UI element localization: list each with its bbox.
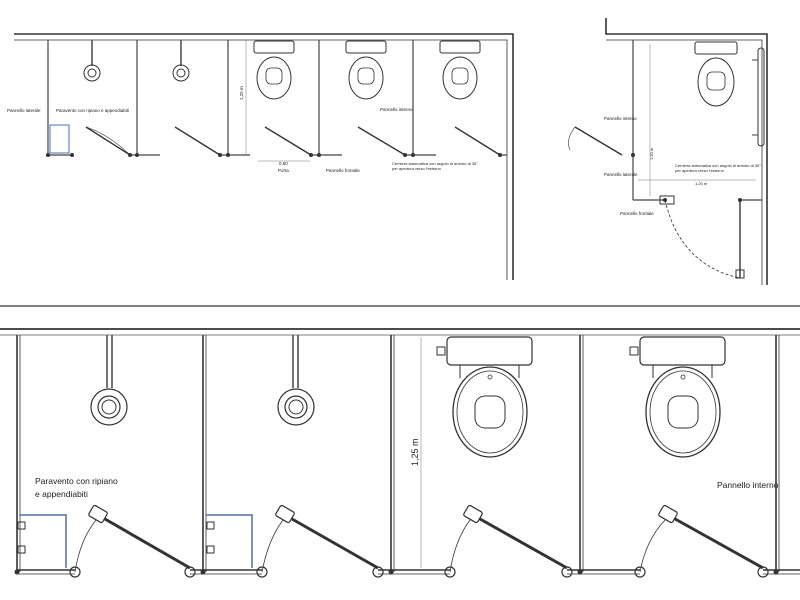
acc-label-pannello-frontale: Pannello frontale <box>620 211 654 216</box>
label-cerniera-1: Cerniera automatica con angolo di arrest… <box>392 161 478 166</box>
acc-label-quota-orizzontale: 1,20 m <box>695 181 708 186</box>
detail-label-height: 1,25 m <box>410 438 420 466</box>
wall-inner-line <box>14 39 508 280</box>
acc-label-cerniera-2: per apertura verso l'esterno <box>675 168 725 173</box>
detail-door-handles <box>88 504 678 524</box>
grab-bar <box>757 47 765 147</box>
label-door-width: 0,60 <box>279 161 288 166</box>
partitions <box>47 40 414 155</box>
detail-label-paravento-2: e appendiabiti <box>35 489 88 499</box>
door-hinge <box>659 195 675 205</box>
label-porta: Porta <box>278 168 289 173</box>
accessible-inner-door <box>574 126 623 156</box>
wc-toilet-2 <box>345 40 387 100</box>
detail-bench-2 <box>206 514 253 568</box>
wall-outline <box>14 33 514 280</box>
label-pannello-interno: Pannello interno <box>380 107 413 112</box>
accessible-plan: Pannello interno Pannello laterale Panne… <box>568 18 768 285</box>
detail-wc-toilet-1 <box>436 336 533 458</box>
doors <box>85 126 501 156</box>
accessible-wc <box>694 41 738 107</box>
label-pannello-frontale: Pannello frontale <box>326 168 360 173</box>
turkish-toilet-1 <box>83 40 101 82</box>
detail-label-paravento-1: Paravento con ripiano <box>35 476 118 486</box>
acc-label-cerniera-1: Cerniera automatica con angolo di arrest… <box>675 163 761 168</box>
acc-label-pannello-laterale: Pannello laterale <box>604 172 638 177</box>
accessible-wall-inner <box>606 39 763 285</box>
acc-label-pannello-interno: Pannello interno <box>604 116 637 121</box>
door-arcs <box>85 126 131 156</box>
detail-wc-toilet-2 <box>629 336 726 458</box>
detail-bench-1 <box>17 514 67 568</box>
door-swing-arc <box>664 199 741 279</box>
detail-doors <box>97 513 764 570</box>
label-height: 1,25 m <box>239 86 244 100</box>
label-cerniera-2: per apertura verso l'esterno <box>392 166 442 171</box>
acc-label-quota-verticale: 1,50 m <box>649 147 654 160</box>
detail-door-arcs <box>74 519 666 573</box>
detail-plan: Paravento con ripiano e appendiabiti 1,2… <box>0 328 800 578</box>
wc-toilet-1 <box>253 40 295 100</box>
detail-hinges <box>69 566 769 578</box>
label-paravento: Paravento con ripiano e appendiabiti <box>56 108 129 113</box>
accessible-wall-outline <box>605 18 768 285</box>
detail-partitions <box>16 335 780 572</box>
detail-turkish-toilet-1 <box>90 335 128 426</box>
turkish-toilet-2 <box>172 40 190 82</box>
bench-shelf <box>49 124 70 154</box>
detail-front-panels <box>17 569 800 575</box>
top-plan: Pannello laterale Paravento con ripiano … <box>7 33 514 280</box>
detail-label-pannello-interno: Pannello interno <box>717 480 779 490</box>
detail-turkish-toilet-2 <box>277 335 315 426</box>
wc-toilet-3 <box>439 40 481 100</box>
label-pannello-laterale: Pannello laterale <box>7 108 41 113</box>
